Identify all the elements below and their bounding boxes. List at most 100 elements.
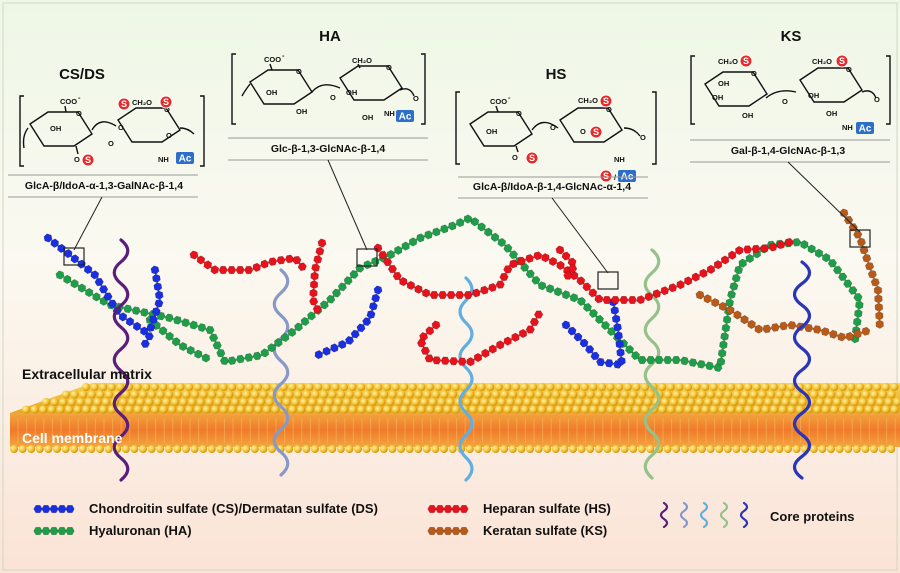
lipid-head — [727, 383, 735, 391]
lipid-head — [503, 383, 512, 391]
glycosidic-oxygen: O — [330, 93, 336, 102]
lipid-head — [526, 445, 534, 453]
lipid-head — [833, 398, 842, 406]
sugar-hexagon-icon — [625, 345, 635, 355]
sugar-hexagon-icon — [874, 294, 883, 304]
lipid-head — [300, 398, 308, 406]
lipid-head — [211, 383, 219, 391]
sugar-hexagon-icon — [267, 343, 276, 353]
sugar-hexagon-icon — [392, 271, 402, 281]
lipid-head — [632, 383, 641, 391]
lipid-head — [534, 445, 543, 453]
sugar-hexagon-icon — [837, 332, 846, 342]
sugar-hexagon-icon — [378, 250, 388, 260]
hydroxyl: OH — [346, 88, 357, 97]
sugar-hexagon-icon — [537, 281, 547, 291]
lipid-head — [669, 398, 678, 406]
lipid-head — [818, 445, 827, 453]
sugar-hexagon-icon — [845, 331, 855, 342]
sugar-hexagon-icon — [518, 328, 528, 339]
lipid-head — [145, 398, 154, 406]
lipid-head — [383, 405, 392, 414]
sugar-hexagon-icon — [594, 314, 604, 324]
sugar-hexagon-icon — [420, 346, 431, 355]
sugar-hexagon-icon — [447, 221, 457, 231]
sugar-hexagon-icon — [153, 282, 163, 292]
oxygen: O — [413, 94, 419, 103]
lipid-head — [171, 398, 179, 406]
lipid-head — [847, 383, 856, 391]
sugar-hexagon-icon — [451, 526, 461, 536]
lipid-head — [535, 390, 543, 399]
lipid-head — [142, 383, 151, 391]
sugar-hexagon-icon — [416, 233, 425, 243]
sugar-hexagon-icon — [747, 319, 756, 330]
lipid-head — [268, 445, 276, 453]
sugar-hexagon-icon — [309, 297, 319, 306]
sugar-hexagon-icon — [604, 358, 614, 368]
sugar-hexagon-icon — [186, 345, 195, 355]
lipid-head — [225, 445, 233, 453]
sugar-hexagon-icon — [150, 265, 160, 275]
lipid-head — [859, 398, 867, 406]
lipid-head — [790, 398, 799, 406]
sulfate-badge: S — [599, 94, 613, 108]
sugar-hexagon-icon — [366, 310, 376, 320]
lipid-head — [173, 445, 182, 453]
svg-text:S: S — [121, 99, 127, 109]
sugar-hexagon-icon — [244, 265, 254, 275]
hydroxyl: OH — [712, 93, 723, 102]
lipid-head — [882, 405, 890, 414]
sugar-hexagon-icon — [804, 323, 814, 333]
lipid-head — [827, 445, 835, 453]
core-protein-squiggle-icon — [739, 501, 749, 529]
lipid-head — [159, 383, 168, 391]
lipid-head — [594, 445, 603, 453]
sugar-hexagon-icon — [131, 306, 141, 316]
sugar-hexagon-icon — [585, 345, 595, 354]
sugar-hexagon-icon — [178, 341, 188, 352]
lipid-head — [572, 383, 581, 391]
ring-oxygen: O — [164, 105, 170, 114]
sugar-hexagon-icon — [548, 256, 558, 267]
lipid-head — [621, 390, 629, 399]
lipid-head — [612, 390, 621, 399]
lipid-head — [641, 383, 649, 391]
sugar-hexagon-icon — [322, 346, 331, 356]
lipid-head — [469, 405, 478, 414]
lipid-head — [508, 445, 517, 453]
lipid-head — [864, 405, 873, 414]
lipid-head — [589, 383, 598, 391]
lipid-head — [90, 405, 99, 414]
lipid-head — [658, 405, 667, 414]
lipid-head — [50, 398, 59, 406]
lipid-head — [497, 398, 506, 406]
sulfate-badge: S — [81, 153, 95, 167]
lipid-head — [480, 398, 489, 406]
sugar-hexagon-icon — [70, 279, 79, 289]
lipid-head — [379, 445, 388, 453]
lipid-head — [345, 445, 354, 453]
lipid-head — [150, 383, 159, 391]
sugar-hexagon-icon — [787, 320, 797, 330]
lipid-head — [767, 390, 776, 399]
carboxylate: COO — [60, 97, 77, 106]
lipid-head — [483, 445, 491, 453]
lipid-head — [67, 398, 76, 406]
sugar-hexagon-icon — [713, 260, 723, 270]
lipid-head — [603, 445, 612, 453]
lipid-head — [182, 390, 191, 399]
lipid-head — [664, 390, 672, 399]
sugar-hexagon-icon — [181, 318, 191, 328]
lipid-head — [317, 398, 326, 406]
lipid-head — [529, 383, 538, 391]
sugar-hexagon-icon — [125, 317, 135, 327]
lipid-head — [537, 383, 546, 391]
lipid-head — [168, 405, 177, 414]
charge: - — [78, 93, 81, 102]
sugar-hexagon-icon — [362, 317, 372, 327]
lipid-head — [288, 383, 297, 391]
